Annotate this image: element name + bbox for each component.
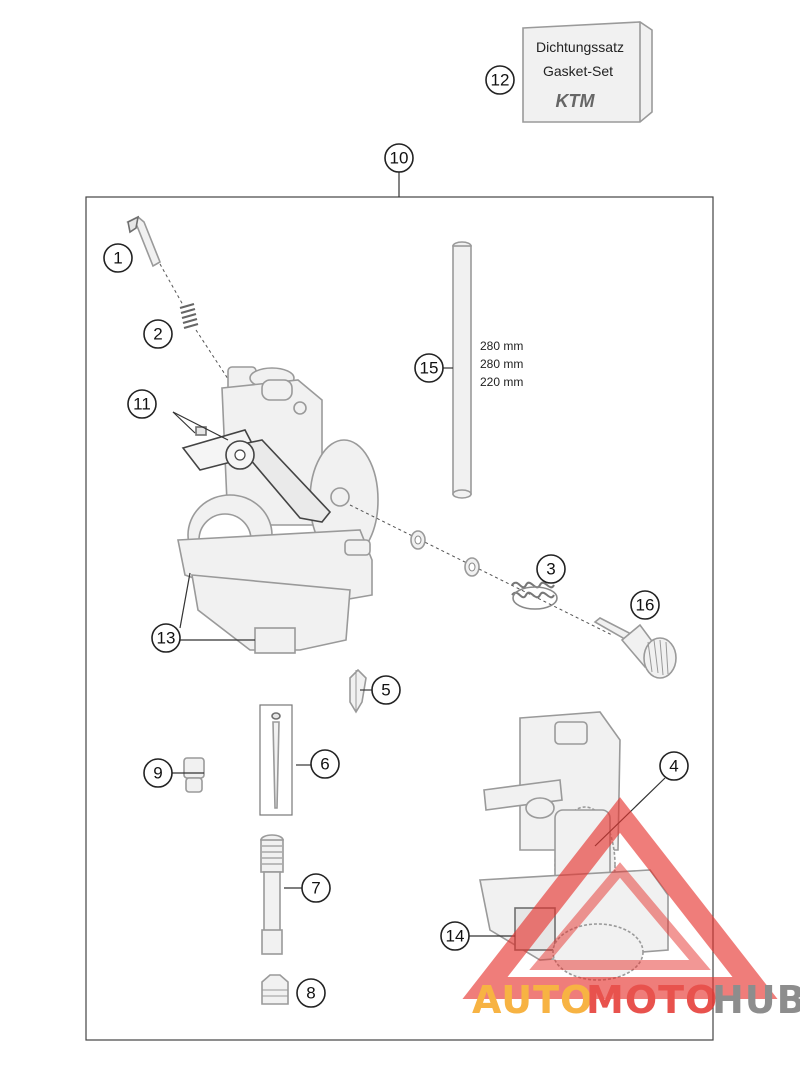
svg-text:13: 13 [157,629,176,648]
washer-1 [410,530,426,550]
callout-13: 13 [151,623,181,653]
callout-7: 7 [301,873,331,903]
callout-4: 4 [659,751,689,781]
callout-12: 12 [485,65,515,95]
ktm-logo: KTM [556,91,596,111]
callout-6: 6 [310,749,340,779]
watermark-auto: AUTO [472,978,593,1022]
callout-8: 8 [296,978,326,1008]
screw-part-1 [126,215,162,268]
callout-9: 9 [143,758,173,788]
hose-length-2: 280 mm [480,357,523,371]
float-needle-part-5 [349,668,367,714]
spring-part-3 [511,581,558,610]
svg-text:5: 5 [381,681,390,700]
callout-10: 10 [384,143,414,173]
svg-text:14: 14 [446,927,465,946]
callout-2: 2 [143,319,173,349]
carburetor-main [177,366,379,654]
pilot-jet-part-8 [261,974,289,1005]
svg-text:15: 15 [420,359,439,378]
svg-text:3: 3 [546,560,555,579]
svg-text:8: 8 [306,984,315,1003]
callout-11: 11 [127,389,157,419]
hose-length-1: 280 mm [480,339,523,353]
svg-text:16: 16 [636,596,655,615]
callout-16: 16 [630,590,660,620]
callout-5: 5 [371,675,401,705]
hose-length-3: 220 mm [480,375,523,389]
watermark-hub: HUB [712,978,800,1022]
svg-text:1: 1 [113,249,122,268]
svg-text:2: 2 [153,325,162,344]
gasket-box-line2: Gasket-Set [543,63,613,79]
callout-1: 1 [103,243,133,273]
svg-text:10: 10 [390,149,409,168]
hose-part-15 [452,241,472,499]
svg-text:7: 7 [311,879,320,898]
idle-screw-part-16 [593,617,677,679]
svg-text:4: 4 [669,757,678,776]
jet-needle-part-6 [259,704,293,816]
gasket-box-line1: Dichtungssatz [536,39,624,55]
watermark-moto: MOTO [586,978,718,1022]
main-jet-part-9 [183,757,205,793]
callout-3: 3 [536,554,566,584]
washer-2 [464,557,480,577]
spring-part-2 [179,302,199,330]
watermark: AUTO MOTO HUB [462,797,800,1022]
choke-lever-part-11 [181,426,332,523]
callout-15: 15 [414,353,444,383]
svg-text:6: 6 [320,755,329,774]
svg-text:12: 12 [491,71,510,90]
needle-jet-part-7 [260,834,284,955]
svg-text:11: 11 [133,395,151,414]
gasket-set-box: Dichtungssatz Gasket-Set KTM [522,21,653,123]
callout-14: 14 [440,921,470,951]
svg-text:9: 9 [153,764,162,783]
